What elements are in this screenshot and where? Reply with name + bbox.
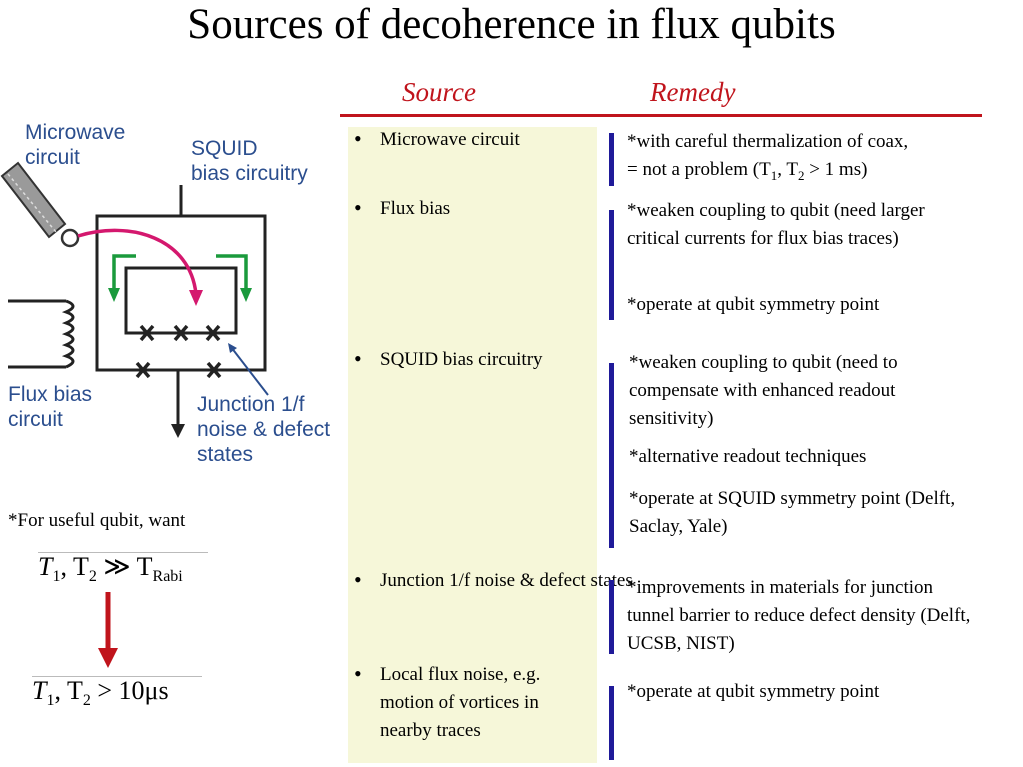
remedy-header: Remedy [650, 77, 736, 107]
remedy-text: *weaken coupling to qubit (need to compe… [629, 352, 898, 429]
source-column [348, 127, 597, 763]
bullet-icon: • [354, 346, 362, 371]
microwave-label: Microwave circuit [25, 121, 126, 169]
remedy-bar [609, 363, 614, 548]
down-arrow-icon [98, 592, 118, 668]
source-item: Flux bias [380, 198, 451, 219]
remedy-text: *with careful thermalization of coax, = … [627, 131, 909, 183]
remedy-text: *operate at qubit symmetry point [627, 681, 880, 702]
outer-loop [95, 214, 267, 372]
source-item: Junction 1/f noise & defect states [380, 570, 633, 591]
microwave-coax-icon [0, 161, 80, 248]
remedy-bar [609, 580, 614, 654]
remedy-text: *operate at SQUID symmetry point (Delft,… [629, 488, 956, 537]
remedy-bar [609, 686, 614, 760]
remedy-text: *improvements in materials for junction … [627, 577, 971, 654]
junction-crosses-icon [135, 324, 222, 379]
flux-bias-coil-icon [8, 299, 75, 369]
bullet-icon: • [354, 126, 362, 151]
magenta-coupling-arrow [77, 228, 198, 295]
remedy-bar [609, 210, 614, 320]
squid-label: SQUID bias circuitry [191, 137, 308, 185]
qubit-circuit-diagram [0, 161, 269, 438]
source-item: SQUID bias circuitry [380, 349, 543, 370]
rabi-inequality: T1, T2 ≫ TRabi [38, 552, 208, 585]
bullet-icon: • [354, 567, 362, 592]
remedy-bar [609, 133, 614, 186]
remedy-text: *operate at qubit symmetry point [627, 294, 880, 315]
inner-loop [124, 266, 238, 335]
junction-pointer [230, 346, 269, 396]
source-item: Microwave circuit [380, 129, 520, 150]
remedy-text: *weaken coupling to qubit (need larger c… [627, 200, 925, 249]
remedy-text: *alternative readout techniques [629, 446, 867, 467]
slide-title: Sources of decoherence in flux qubits [187, 1, 836, 48]
source-item: Local flux noise, e.g. motion of vortice… [380, 664, 541, 741]
source-header: Source [402, 77, 476, 107]
header-divider [340, 114, 982, 117]
junction-label: Junction 1/f noise & defect states [197, 393, 331, 466]
coherence-time-target: T1, T2 > 10μs [32, 676, 202, 709]
green-current-arrows-icon [112, 254, 248, 290]
bullet-icon: • [354, 195, 362, 220]
flux-bias-label: Flux bias circuit [8, 383, 93, 431]
bullet-icon: • [354, 661, 362, 686]
useful-qubit-note: *For useful qubit, want [8, 510, 186, 531]
